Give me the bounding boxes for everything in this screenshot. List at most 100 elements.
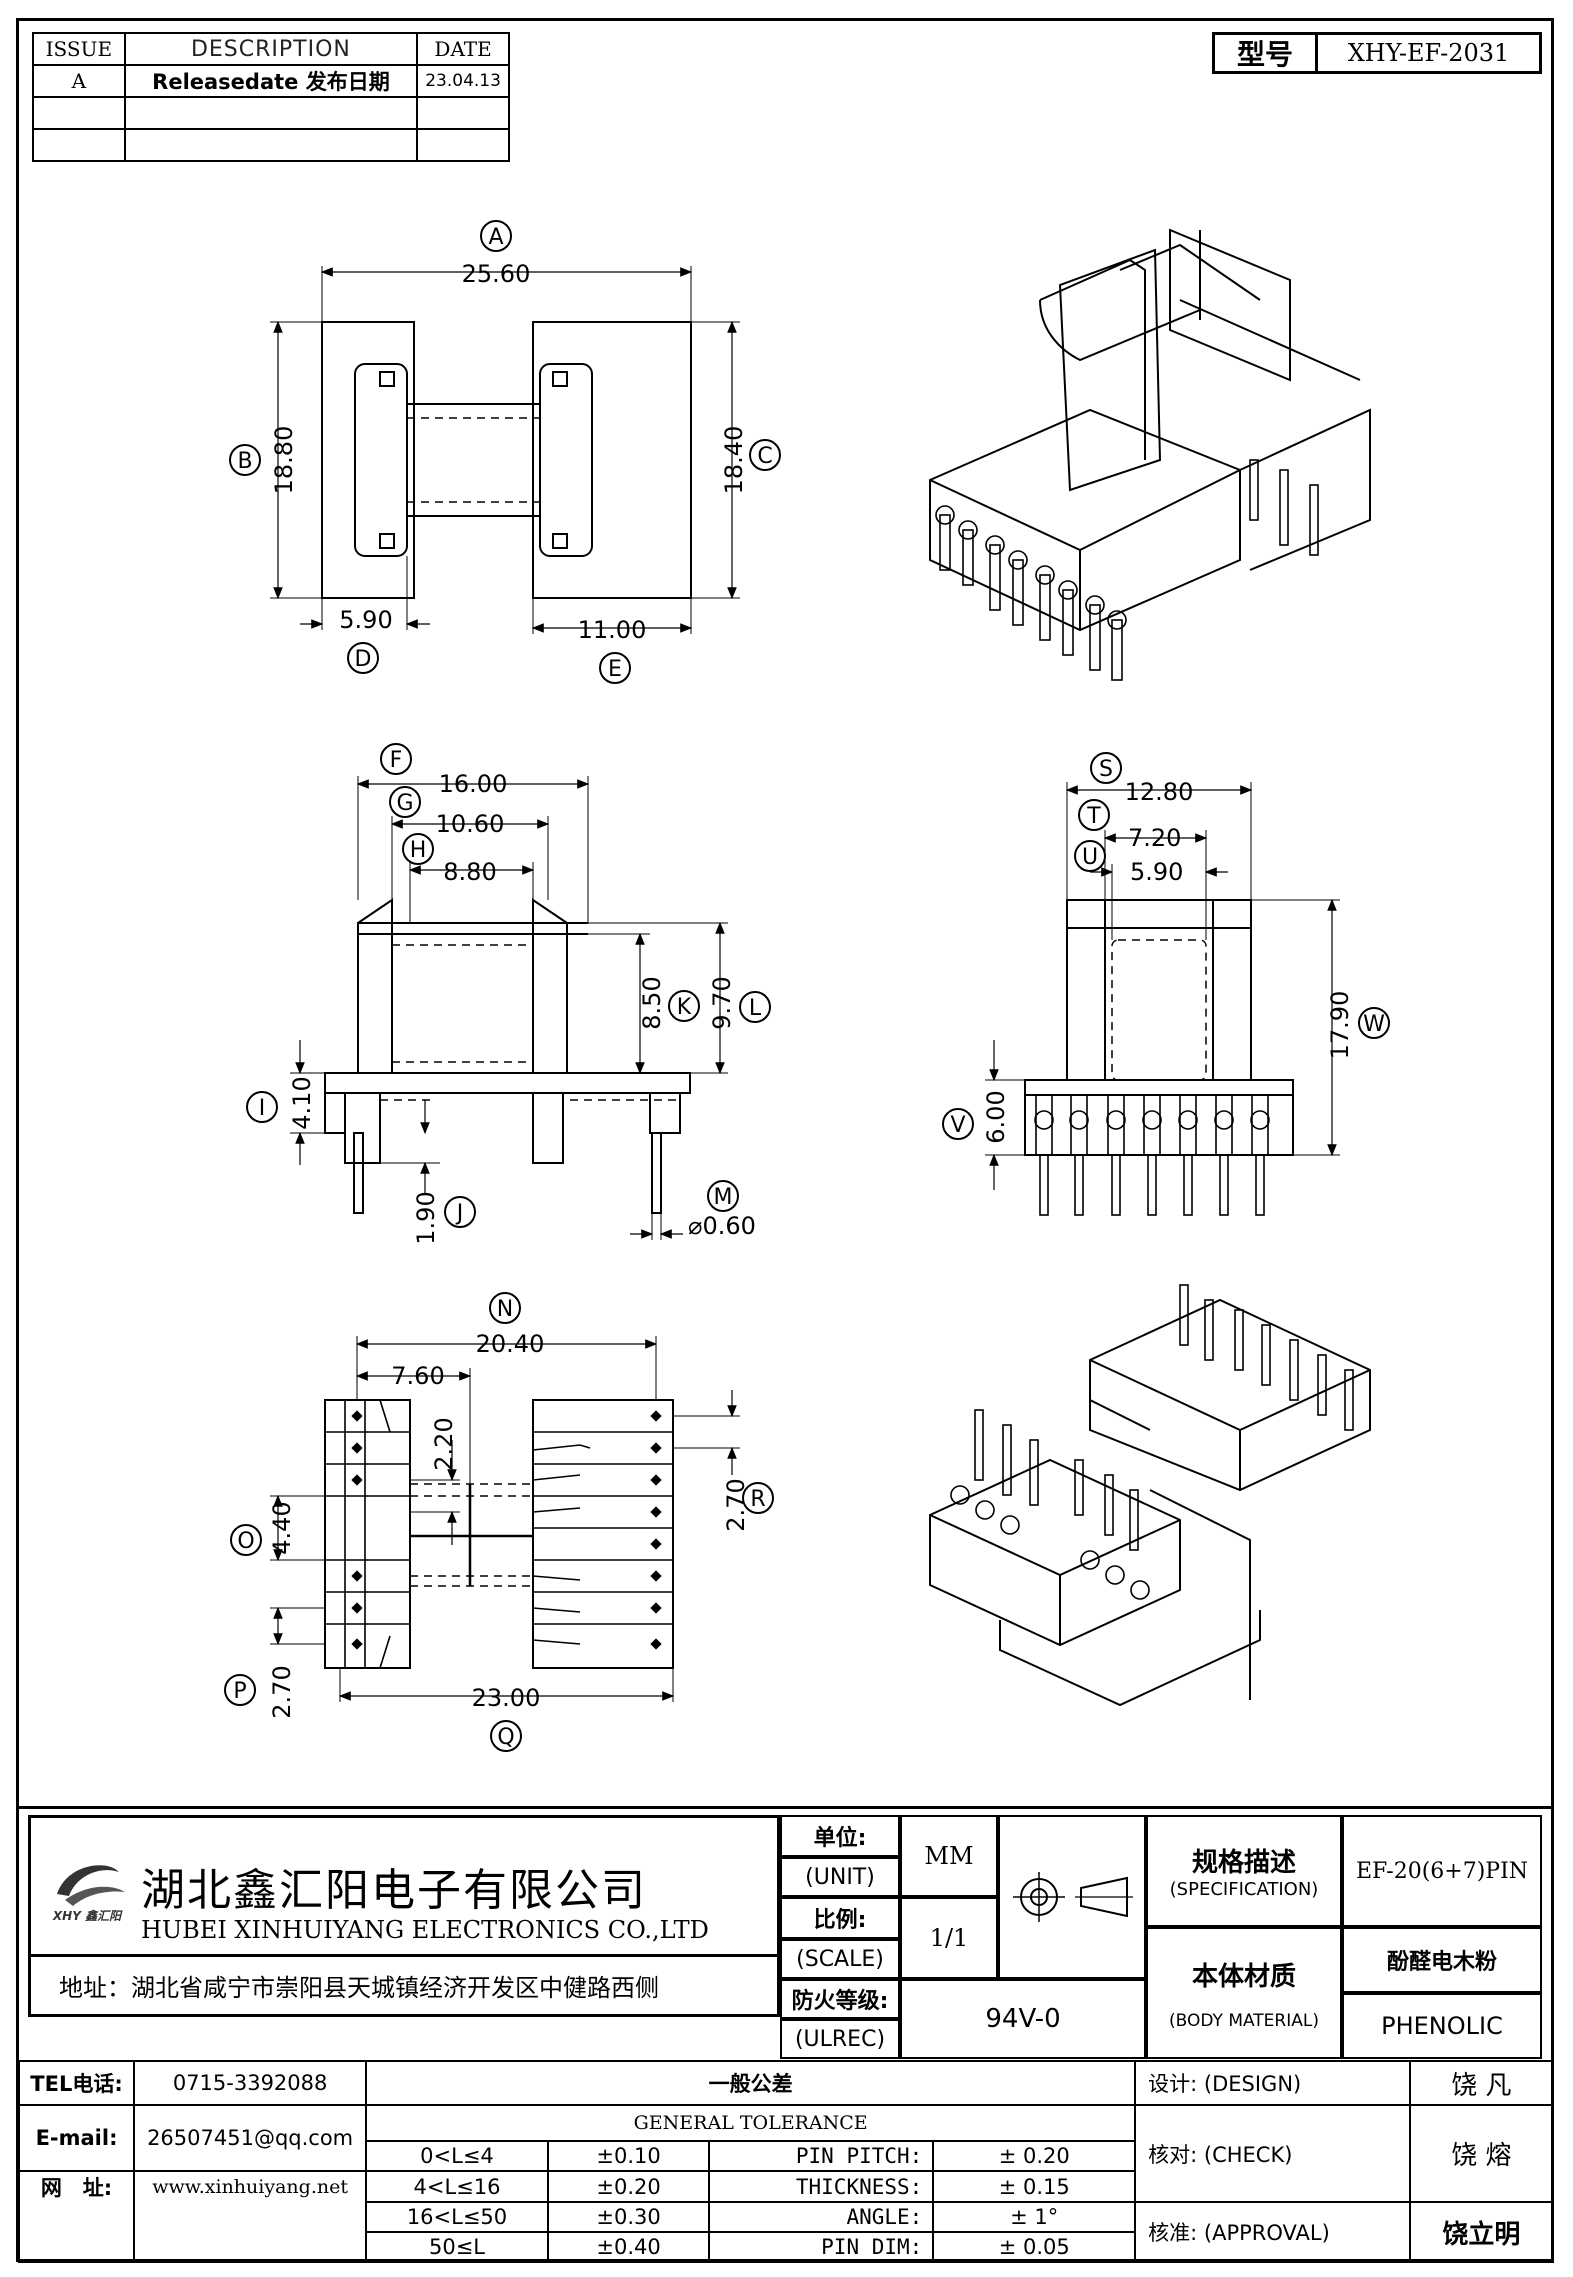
ulrec-label-cn: 防火等级: xyxy=(780,1979,900,2019)
bottom-view xyxy=(270,1336,740,1702)
front-view xyxy=(985,782,1340,1216)
item-1-tol: ± 0.20 xyxy=(932,2140,1137,2172)
logo-swirl-icon: XHY 鑫汇阳 xyxy=(52,1865,125,1923)
item-2-tol: ± 0.15 xyxy=(932,2170,1137,2203)
bubble-M: M xyxy=(707,1180,739,1212)
technical-drawing: 25.60 18.80 18.40 5.90 11.00 16.00 10.60… xyxy=(224,220,1390,1752)
projection-symbol xyxy=(998,1815,1146,1979)
svg-text:J: J xyxy=(455,1201,464,1226)
svg-text:K: K xyxy=(677,995,692,1020)
dim-N-value: 20.40 xyxy=(476,1330,545,1358)
svg-text:O: O xyxy=(237,1529,254,1554)
material-value-cn: 酚醛电木粉 xyxy=(1342,1927,1542,1993)
tel-value: 0715-3392088 xyxy=(133,2060,368,2106)
range-2: 4<L≤16 xyxy=(365,2170,549,2203)
spec-label: 规格描述 (SPECIFICATION) xyxy=(1146,1815,1342,1927)
svg-text:U: U xyxy=(1082,845,1098,870)
dim-C-value: 18.40 xyxy=(720,426,748,495)
bubble-R: R xyxy=(742,1482,774,1514)
unit-label-en: (UNIT) xyxy=(780,1857,900,1897)
approval-name: 饶立明 xyxy=(1408,2201,1555,2263)
unit-label-cn: 单位: xyxy=(780,1815,900,1857)
dim-U-value: 5.90 xyxy=(1130,858,1183,886)
rev-description: Releasedate 发布日期 xyxy=(123,64,419,98)
svg-text:L: L xyxy=(749,996,762,1021)
bubble-V: V xyxy=(942,1108,974,1140)
svg-text:A: A xyxy=(488,225,503,250)
material-label-en: (BODY MATERIAL) xyxy=(1169,2010,1319,2031)
bubble-D: D xyxy=(347,642,379,674)
bubble-A: A xyxy=(480,220,512,252)
dim-L-value: 9.70 xyxy=(708,976,736,1029)
dim-H-value: 8.80 xyxy=(443,858,496,886)
svg-text:XHY 鑫汇阳: XHY 鑫汇阳 xyxy=(52,1909,123,1922)
range-4: 50≤L xyxy=(365,2231,549,2263)
company-name-cn: 湖北鑫汇阳电子有限公司 xyxy=(141,1865,647,1916)
dim-O-value: 4.40 xyxy=(268,1501,296,1554)
design-name: 饶 凡 xyxy=(1408,2060,1555,2106)
bubble-L: L xyxy=(739,991,771,1023)
company-name-en: HUBEI XINHUIYANG ELECTRONICS CO.,LTD xyxy=(141,1916,709,1944)
dim-S-value: 12.80 xyxy=(1125,778,1194,806)
bubble-O: O xyxy=(230,1524,262,1556)
dim-2-20-value: 2.20 xyxy=(430,1417,458,1470)
dim-W-value: 17.90 xyxy=(1326,991,1354,1060)
top-view xyxy=(270,266,740,634)
item-3: ANGLE: xyxy=(708,2201,935,2233)
bubble-P: P xyxy=(224,1674,256,1706)
rev-issue: A xyxy=(32,64,126,98)
tolerance-title-en: GENERAL TOLERANCE xyxy=(365,2104,1137,2142)
svg-text:S: S xyxy=(1099,757,1113,782)
company-panel: XHY 鑫汇阳 湖北鑫汇阳电子有限公司 HUBEI XINHUIYANG ELE… xyxy=(28,1815,780,2017)
rev-date: 23.04.13 xyxy=(416,64,510,98)
svg-text:G: G xyxy=(396,791,413,816)
check-label: 核对: (CHECK) xyxy=(1134,2104,1411,2203)
bubble-N: N xyxy=(489,1292,521,1324)
web-value: www.xinhuiyang.net xyxy=(133,2170,368,2202)
spec-label-cn: 规格描述 xyxy=(1191,1848,1296,1878)
dim-7-60-value: 7.60 xyxy=(391,1362,444,1390)
bubble-W: W xyxy=(1358,1007,1390,1039)
check-name: 饶 熔 xyxy=(1408,2104,1555,2203)
dim-J-value: 1.90 xyxy=(412,1191,440,1244)
bubble-G: G xyxy=(389,786,421,818)
bubble-B: B xyxy=(229,444,261,476)
rev-header-description: DESCRIPTION xyxy=(123,32,419,66)
web-label: 网 址: xyxy=(17,2170,136,2202)
svg-text:V: V xyxy=(950,1113,965,1138)
bubble-J: J xyxy=(444,1196,476,1228)
spec-label-en: (SPECIFICATION) xyxy=(1169,1879,1319,1900)
dim-I-value: 4.10 xyxy=(288,1076,316,1129)
range-3-tol: ±0.30 xyxy=(546,2201,711,2233)
item-4: PIN DIM: xyxy=(708,2231,935,2263)
svg-text:D: D xyxy=(355,647,372,672)
scale-label-en: (SCALE) xyxy=(780,1939,900,1979)
bubble-K: K xyxy=(668,990,700,1022)
scale-value: 1/1 xyxy=(900,1897,998,1979)
material-value-en: PHENOLIC xyxy=(1342,1993,1542,2059)
bubble-F: F xyxy=(380,743,412,775)
dim-T-value: 7.20 xyxy=(1128,824,1181,852)
svg-text:I: I xyxy=(259,1096,266,1121)
model-label: 型号 xyxy=(1215,35,1318,71)
first-angle-projection-icon xyxy=(1013,1872,1133,1922)
ulrec-value: 94V-0 xyxy=(900,1979,1146,2059)
material-label-cn: 本体材质 xyxy=(1191,1961,1296,1992)
svg-text:B: B xyxy=(237,449,252,474)
range-4-tol: ±0.40 xyxy=(546,2231,711,2263)
email-label: E-mail: xyxy=(17,2104,136,2172)
company-address: 地址：湖北省咸宁市崇阳县天城镇经济开发区中健路西侧 xyxy=(59,1974,659,2002)
svg-text:F: F xyxy=(390,748,403,773)
item-2: THICKNESS: xyxy=(708,2170,935,2203)
bubble-E: E xyxy=(599,652,631,684)
svg-text:R: R xyxy=(750,1487,765,1512)
tel-label: TEL电话: xyxy=(17,2060,136,2106)
iso-view-bottom xyxy=(929,1284,1371,1707)
dim-E-value: 11.00 xyxy=(578,616,647,644)
tolerance-title-cn: 一般公差 xyxy=(365,2060,1137,2106)
svg-text:Q: Q xyxy=(497,1725,514,1750)
model-value: XHY-EF-2031 xyxy=(1347,39,1510,67)
bubble-T: T xyxy=(1078,799,1110,831)
ulrec-label-en: (ULREC) xyxy=(780,2019,900,2059)
dim-P-value: 2.70 xyxy=(268,1665,296,1718)
